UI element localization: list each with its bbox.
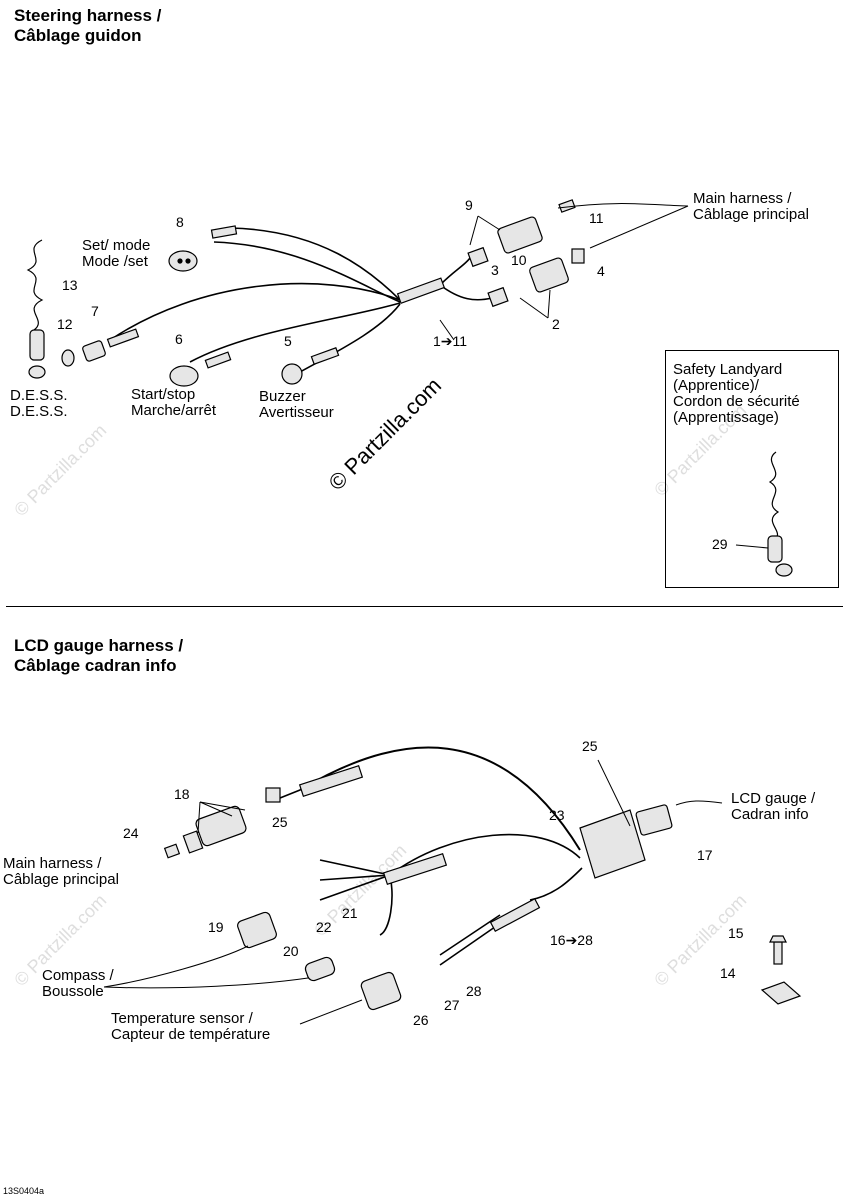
part-number-29: 29 bbox=[712, 536, 728, 552]
part-number-2: 2 bbox=[552, 316, 560, 332]
steering-title: Steering harness / Câblage guidon bbox=[14, 6, 162, 45]
lcd-leaders bbox=[103, 759, 723, 1025]
part-number-1-11: 1➔11 bbox=[433, 333, 468, 349]
section-divider bbox=[6, 606, 843, 607]
callout-temperature-sensor: Temperature sensor / Capteur de températ… bbox=[111, 1010, 271, 1043]
part-number-24: 24 bbox=[123, 825, 139, 841]
callout-set-mode: Set/ mode Mode /set bbox=[82, 237, 151, 270]
part-number-27: 27 bbox=[444, 997, 460, 1013]
callout-main-harness-bottom: Main harness / Câblage principal bbox=[3, 855, 119, 888]
part-number-26: 26 bbox=[413, 1012, 429, 1028]
part-number-18: 18 bbox=[174, 786, 190, 802]
steering-leaders bbox=[439, 203, 769, 549]
part-number-3: 3 bbox=[491, 262, 499, 278]
part-number-4: 4 bbox=[597, 263, 605, 279]
callout-start-stop: Start/stop Marche/arrêt bbox=[131, 386, 217, 419]
callout-dess: D.E.S.S. D.E.S.S. bbox=[10, 387, 68, 420]
part-number-28: 28 bbox=[466, 983, 482, 999]
part-number-8: 8 bbox=[176, 214, 184, 230]
part-number-21: 21 bbox=[342, 905, 358, 921]
part-number-6: 6 bbox=[175, 331, 183, 347]
part-number-20: 20 bbox=[283, 943, 299, 959]
callout-safety-landyard: Safety Landyard (Apprentice)/ Cordon de … bbox=[673, 361, 800, 426]
part-number-11: 11 bbox=[589, 210, 604, 226]
part-number-7: 7 bbox=[91, 303, 99, 319]
callout-main-harness-top: Main harness / Câblage principal bbox=[693, 190, 809, 223]
part-number-16-28: 16➔28 bbox=[550, 932, 593, 948]
part-number-22: 22 bbox=[316, 919, 332, 935]
safety-landyard-inset bbox=[665, 350, 839, 588]
lcd-parts bbox=[163, 764, 802, 1011]
part-number-9: 9 bbox=[465, 197, 473, 213]
diagram-code: 13S0404a bbox=[3, 1186, 45, 1196]
callout-buzzer: Buzzer Avertisseur bbox=[259, 388, 334, 421]
steering-wires bbox=[109, 227, 493, 373]
part-number-25-top: 25 bbox=[582, 738, 598, 754]
callout-compass: Compass / Boussole bbox=[42, 967, 114, 1000]
steering-parts bbox=[26, 199, 793, 577]
part-number-12: 12 bbox=[57, 316, 73, 332]
part-number-25-bottom: 25 bbox=[272, 814, 288, 830]
part-number-13: 13 bbox=[62, 277, 78, 293]
part-number-17: 17 bbox=[697, 847, 713, 863]
part-number-14: 14 bbox=[720, 965, 736, 981]
part-number-5: 5 bbox=[284, 333, 292, 349]
part-number-19: 19 bbox=[208, 919, 224, 935]
part-number-23: 23 bbox=[549, 807, 565, 823]
part-number-10: 10 bbox=[511, 252, 527, 268]
callout-lcd-gauge: LCD gauge / Cadran info bbox=[731, 790, 816, 823]
lcd-title: LCD gauge harness / Câblage cadran info bbox=[14, 636, 184, 675]
part-number-15: 15 bbox=[728, 925, 744, 941]
